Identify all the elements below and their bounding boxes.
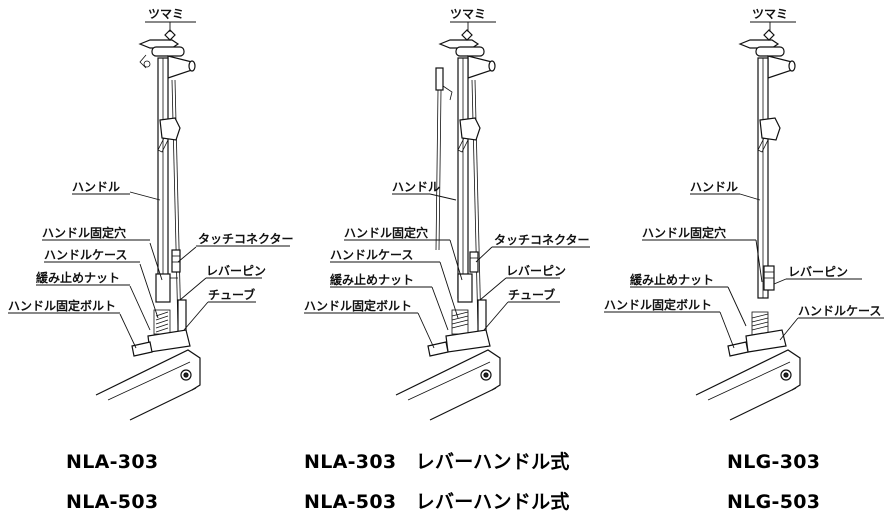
model-name: NLA-503 レバーハンドル式 — [304, 491, 570, 513]
label-lock-nut: 緩み止めナット — [36, 271, 121, 285]
figure-2-drawing — [304, 21, 590, 421]
label-handle-case: ハンドルケース — [44, 248, 128, 262]
label-handle: ハンドル — [392, 180, 441, 194]
label-handle-fixing-hole: ハンドル固定穴 — [344, 226, 429, 240]
model-name: NLA-503 — [66, 491, 159, 513]
figure-1-drawing — [8, 21, 290, 421]
label-handle-case: ハンドルケース — [798, 304, 882, 318]
label-handle-fixing-bolt: ハンドル固定ボルト — [8, 299, 117, 313]
label-tube: チューブ — [208, 288, 256, 302]
label-lock-nut: 緩み止めナット — [330, 273, 415, 287]
label-knob: ツマミ — [450, 7, 487, 21]
label-knob: ツマミ — [752, 7, 789, 21]
label-lever-pin: レバーピン — [206, 264, 267, 278]
label-lever-pin: レバーピン — [788, 265, 849, 279]
label-handle: ハンドル — [690, 180, 739, 194]
label-lever-pin: レバーピン — [506, 264, 567, 278]
model-name: NLA-303 — [66, 451, 159, 473]
label-handle-fixing-bolt: ハンドル固定ボルト — [304, 299, 413, 313]
label-lock-nut: 緩み止めナット — [630, 273, 715, 287]
model-name: NLG-303 — [727, 451, 821, 473]
label-handle-fixing-hole: ハンドル固定穴 — [642, 226, 727, 240]
label-handle-case: ハンドルケース — [330, 248, 414, 262]
label-handle-fixing-hole: ハンドル固定穴 — [42, 226, 127, 240]
model-name: NLG-503 — [727, 491, 821, 513]
label-touch-connector: タッチコネクター — [198, 232, 294, 246]
label-knob: ツマミ — [148, 7, 185, 21]
figure-3-drawing — [604, 21, 884, 421]
label-tube: チューブ — [508, 288, 556, 302]
label-handle: ハンドル — [72, 180, 121, 194]
label-handle-fixing-bolt: ハンドル固定ボルト — [604, 298, 713, 312]
label-touch-connector: タッチコネクター — [494, 233, 590, 247]
model-name: NLA-303 レバーハンドル式 — [304, 451, 570, 473]
